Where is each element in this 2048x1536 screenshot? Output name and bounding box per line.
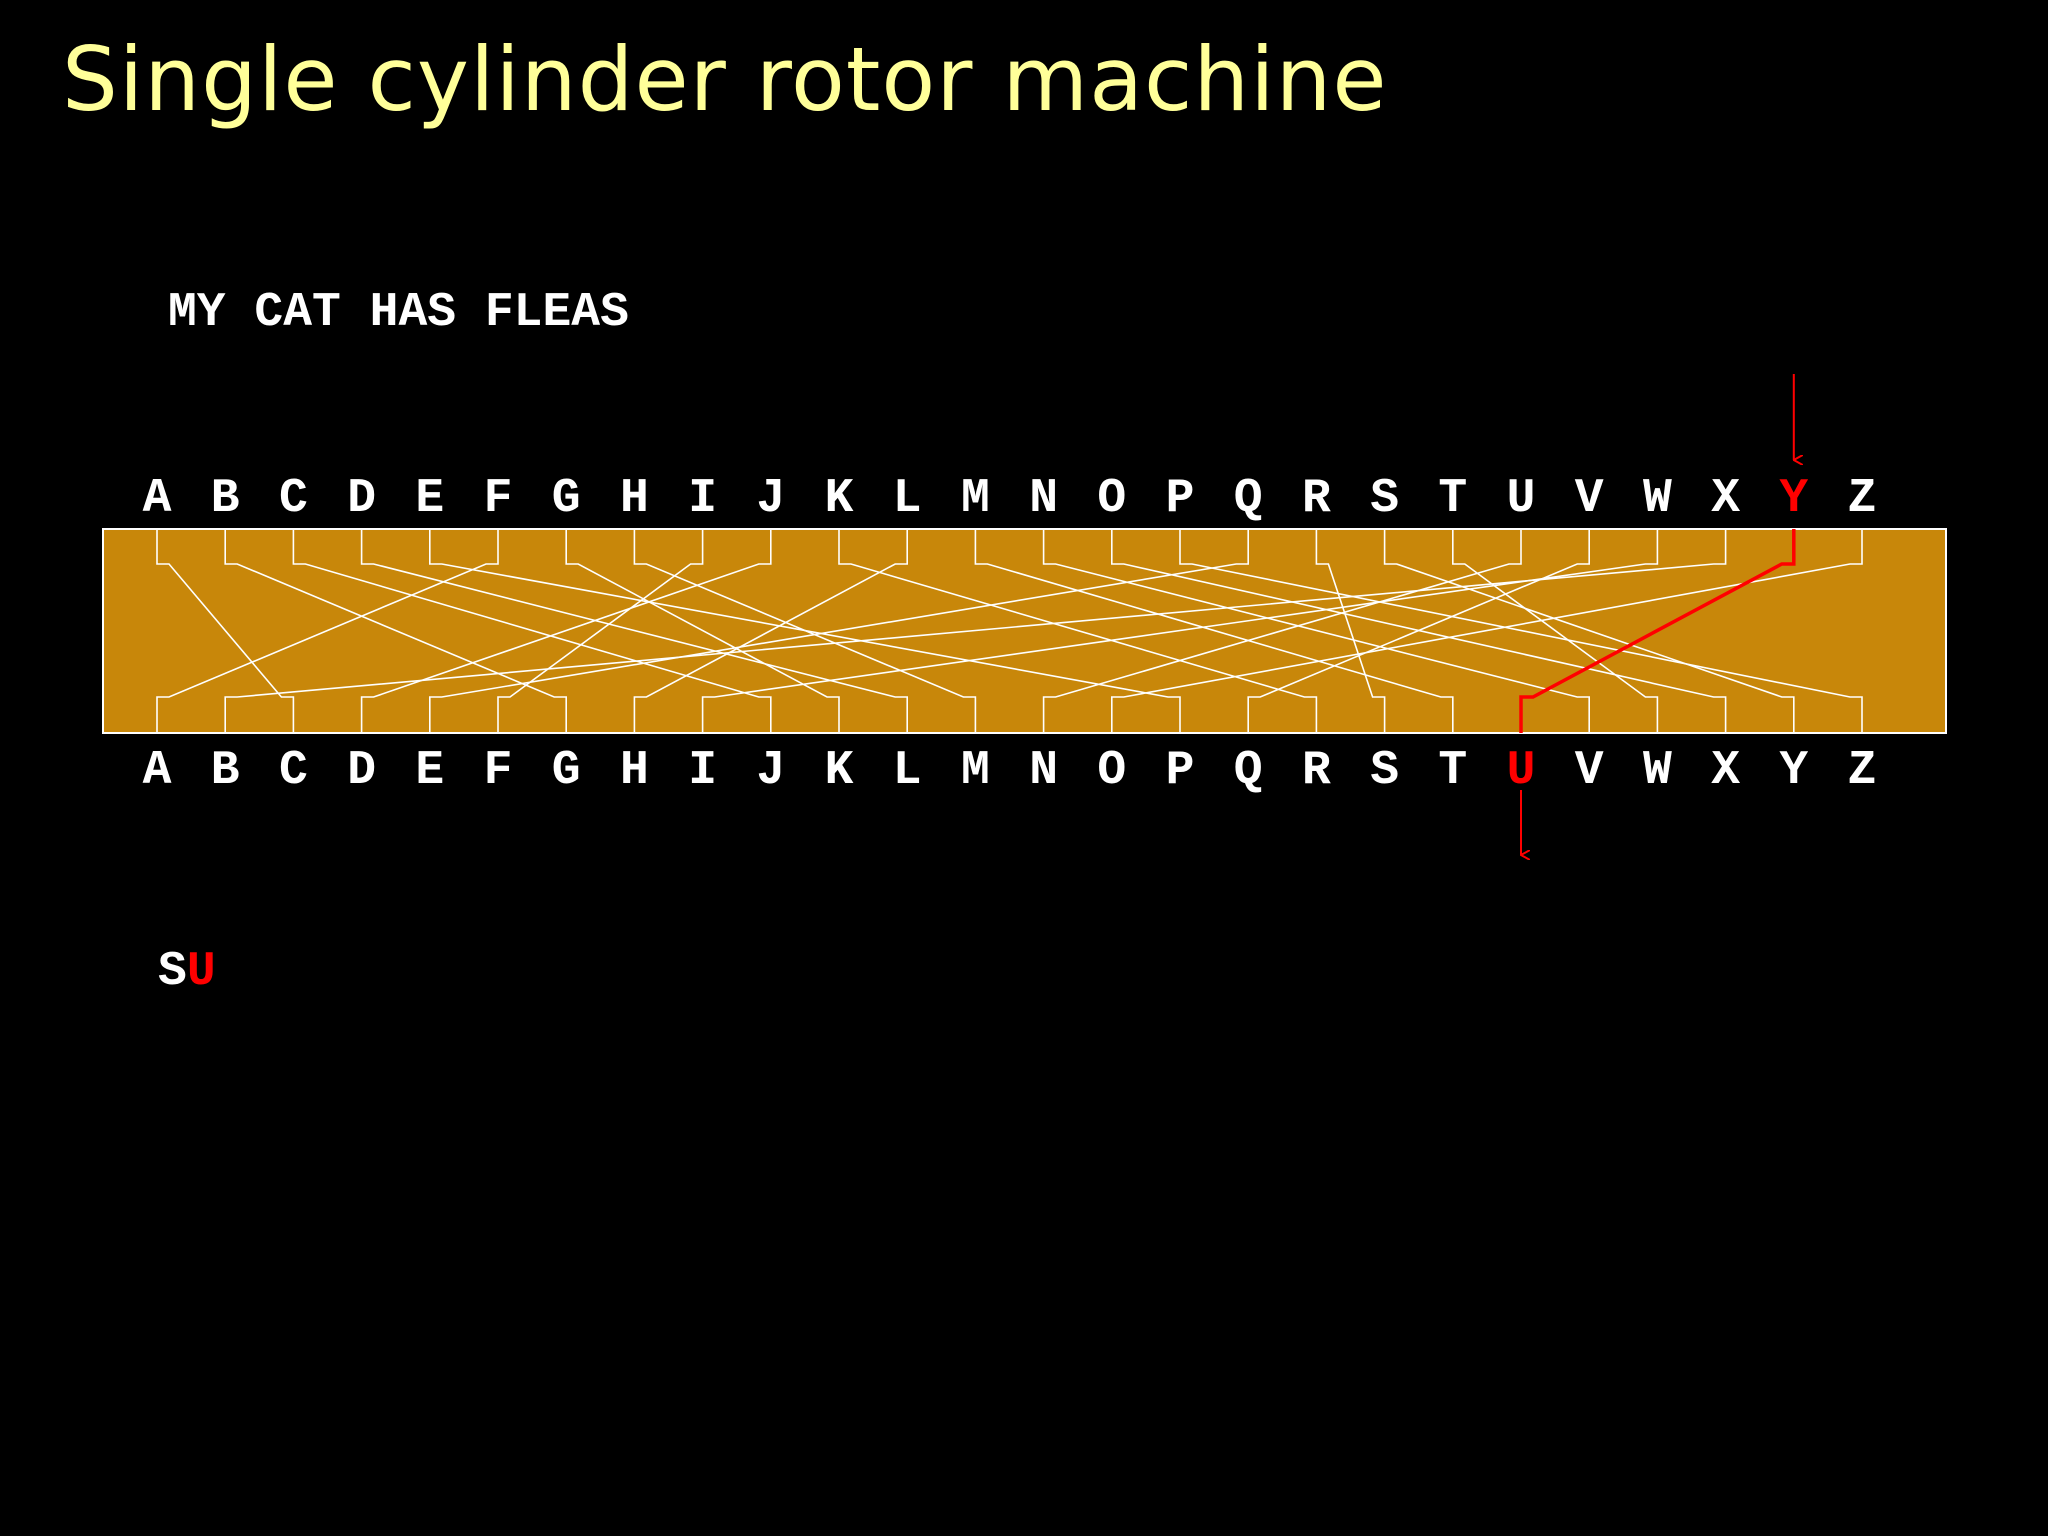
input-letter: Y [1779, 472, 1808, 526]
output-letter: K [825, 744, 854, 798]
output-letter: H [620, 744, 649, 798]
rotor-wire [1452, 529, 1659, 733]
input-letter: B [211, 472, 240, 526]
input-letter: C [279, 472, 308, 526]
rotor-wire [838, 529, 1318, 733]
input-letter: E [415, 472, 444, 526]
output-letter: N [1029, 744, 1058, 798]
input-letter: R [1302, 472, 1331, 526]
input-letter: L [893, 472, 922, 526]
input-letter: N [1029, 472, 1058, 526]
output-letter: U [1507, 744, 1536, 798]
rotor-wire [497, 529, 704, 733]
ciphertext-output: SU [158, 945, 216, 999]
ciphertext-char: S [158, 945, 187, 999]
input-letter: I [688, 472, 717, 526]
rotor-wire [429, 529, 1249, 733]
rotor-wire [1247, 529, 1590, 733]
input-letter: Q [1234, 472, 1263, 526]
rotor-wire [1179, 529, 1863, 733]
rotor-wire [224, 529, 1727, 733]
output-letter: T [1438, 744, 1467, 798]
output-letter: R [1302, 744, 1331, 798]
rotor-wire [633, 529, 908, 733]
output-letter: E [415, 744, 444, 798]
output-letter: B [211, 744, 240, 798]
output-letter: Z [1848, 744, 1877, 798]
rotor-wire [701, 529, 1659, 733]
input-letter: J [756, 472, 785, 526]
output-letter: F [484, 744, 513, 798]
rotor-wire [224, 529, 567, 733]
output-letter: I [688, 744, 717, 798]
ciphertext-char: U [186, 945, 216, 999]
slide-title: Single cylinder rotor machine [62, 28, 1388, 131]
rotor-wire [974, 529, 1454, 733]
input-letter: H [620, 472, 649, 526]
output-letter: A [143, 744, 172, 798]
rotor-cylinder [102, 528, 1947, 734]
rotor-wire [1111, 529, 1863, 733]
output-letter: G [552, 744, 581, 798]
input-letter: W [1643, 472, 1672, 526]
input-letter: Z [1848, 472, 1877, 526]
rotor-wire [156, 529, 499, 733]
output-letter: V [1575, 744, 1604, 798]
rotor-wire [1042, 529, 1590, 733]
input-letter: X [1711, 472, 1740, 526]
output-letter: L [893, 744, 922, 798]
input-letter: U [1507, 472, 1536, 526]
plaintext-message: MY CAT HAS FLEAS [168, 286, 629, 340]
rotor-wire [633, 529, 977, 733]
output-letter: M [961, 744, 990, 798]
input-letter: G [552, 472, 581, 526]
input-letter: D [347, 472, 376, 526]
rotor-wire [156, 529, 295, 733]
input-letter: S [1370, 472, 1399, 526]
rotor-wire [1315, 529, 1386, 733]
input-letter: A [143, 472, 172, 526]
input-letter: K [825, 472, 854, 526]
rotor-wire [1042, 529, 1522, 733]
input-letter: F [484, 472, 513, 526]
active-wire [1519, 529, 1796, 733]
output-letter: X [1711, 744, 1740, 798]
input-letter: O [1097, 472, 1126, 526]
output-letter: Y [1779, 744, 1808, 798]
output-letter: J [756, 744, 785, 798]
output-letter: O [1097, 744, 1126, 798]
rotor-wire [292, 529, 772, 733]
input-letter: P [1166, 472, 1195, 526]
output-letter: D [347, 744, 376, 798]
input-letter: T [1438, 472, 1467, 526]
rotor-wire [1383, 529, 1795, 733]
output-letter: S [1370, 744, 1399, 798]
output-letter: Q [1234, 744, 1263, 798]
rotor-wire [565, 529, 840, 733]
output-letter: C [279, 744, 308, 798]
output-letter: W [1643, 744, 1672, 798]
rotor-wire [360, 529, 772, 733]
rotor-wire [360, 529, 908, 733]
input-letter: M [961, 472, 990, 526]
input-letter: V [1575, 472, 1604, 526]
output-letter: P [1166, 744, 1195, 798]
